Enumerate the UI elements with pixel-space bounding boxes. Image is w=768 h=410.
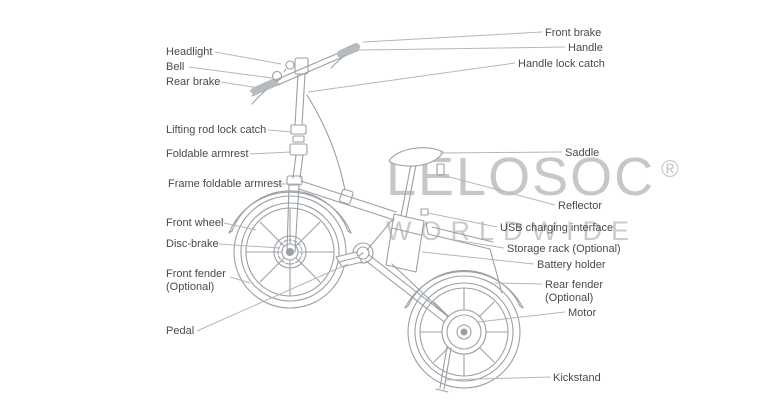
label-handle: Handle xyxy=(568,42,603,54)
reflector-part xyxy=(436,163,445,176)
label-lifting-rod-lock-catch: Lifting rod lock catch xyxy=(166,124,267,136)
front-fender-part xyxy=(228,190,352,234)
label-reflector: Reflector xyxy=(558,200,603,212)
rear-rack xyxy=(425,221,503,294)
label-front-brake: Front brake xyxy=(545,27,602,39)
bell-part xyxy=(271,70,283,86)
crank-pedal xyxy=(335,242,374,268)
label-headlight: Headlight xyxy=(166,46,213,58)
label-rear-brake: Rear brake xyxy=(166,76,221,88)
frame xyxy=(298,180,465,336)
usb-port-part xyxy=(420,208,429,216)
rear-brake-lever xyxy=(251,89,267,105)
label-motor: Motor xyxy=(568,307,597,319)
label-usb-charging-interface: USB charging interface xyxy=(500,222,614,234)
front-brake-lever xyxy=(330,54,346,69)
watermark-subtext: WORLDWIDE xyxy=(386,216,638,246)
headlight-part xyxy=(283,60,295,73)
label-saddle: Saddle xyxy=(565,147,600,159)
stem xyxy=(289,57,346,191)
front-wheel-part xyxy=(233,195,347,309)
disc-brake-part xyxy=(273,235,307,269)
label-storage-rack: Storage rack (Optional) xyxy=(507,243,621,255)
label-disc-brake: Disc-brake xyxy=(166,238,219,250)
label-front-fender: Front fender (Optional) xyxy=(166,268,226,293)
registered-trademark-icon: ® xyxy=(661,156,679,183)
label-bell: Bell xyxy=(166,61,185,73)
label-handle-lock-catch: Handle lock catch xyxy=(518,58,605,70)
label-frame-foldable-armrest: Frame foldable armrest xyxy=(168,178,282,190)
saddle-part xyxy=(388,147,445,218)
label-kickstand: Kickstand xyxy=(553,372,601,384)
kickstand-part xyxy=(435,346,452,393)
motor-hub xyxy=(441,309,487,355)
leader-lines xyxy=(188,31,566,381)
label-rear-fender: Rear fender (Optional) xyxy=(545,279,604,304)
label-front-wheel: Front wheel xyxy=(166,217,224,229)
handlebar xyxy=(249,43,360,105)
label-foldable-armrest: Foldable armrest xyxy=(166,148,249,160)
label-battery-holder: Battery holder xyxy=(537,259,606,271)
battery-holder-part xyxy=(385,208,429,273)
label-pedal: Pedal xyxy=(166,325,195,337)
rear-wheel-part xyxy=(407,275,521,389)
rear-fender-part xyxy=(404,270,524,309)
watermark: LELOSOC® WORLDWIDE xyxy=(386,146,679,247)
